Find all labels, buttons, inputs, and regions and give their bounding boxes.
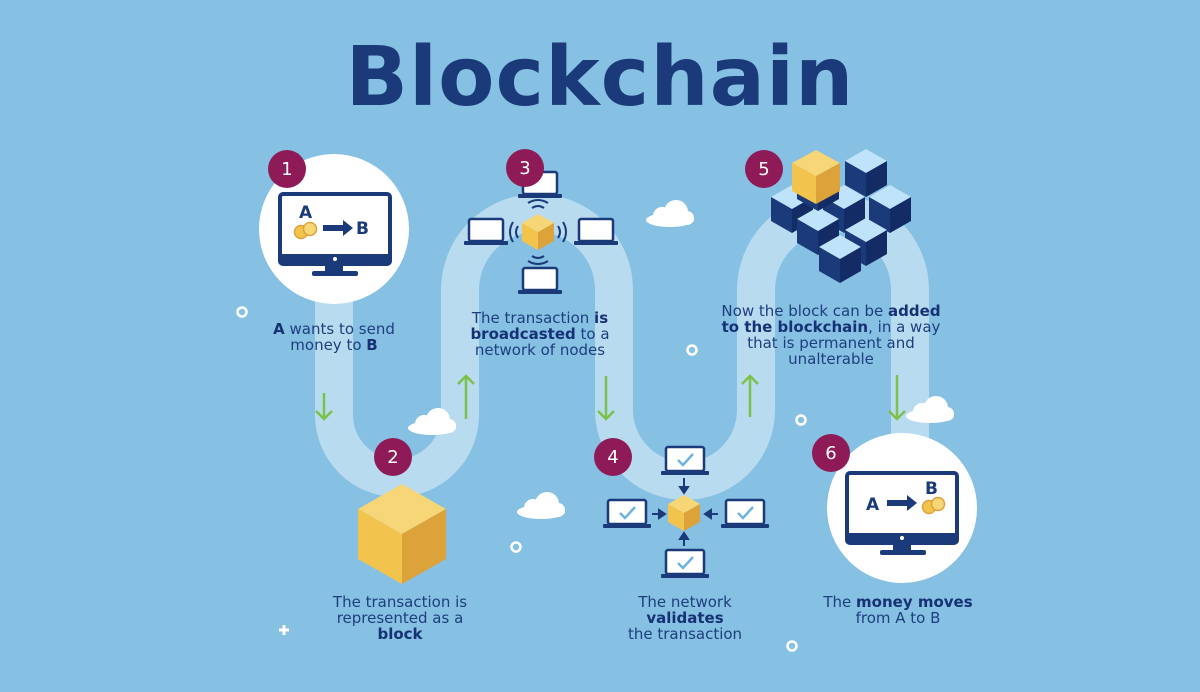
arrow-up-icon [457,374,475,419]
broadcast-nodes-icon [462,170,620,296]
decor-plus-icon [279,625,289,635]
step-5-caption: Now the block can be added to the blockc… [700,303,962,367]
decor-ring-icon [786,640,798,652]
decor-ring-icon [510,541,522,553]
step-2-badge: 2 [374,438,412,476]
step-6-caption-line1: The [823,593,857,611]
step-4-badge: 4 [594,438,632,476]
step-1-screen-to: B [356,219,369,239]
step-2-caption-line1: The transaction is [332,593,468,611]
monitor-transfer-icon: A B [278,192,392,276]
step-1-badge: 1 [268,150,306,188]
step-1-number: 1 [281,159,292,180]
step-5-caption-bold-blockchain: to the blockchain [721,318,869,336]
step-5-caption-bold-added: added [888,302,941,320]
validation-nodes-icon [601,445,771,580]
step-6-caption: The money moves from A to B [798,594,998,626]
step-3-caption-bold-is: is [594,309,609,327]
step-5-caption-line3: that is permanent and [747,334,915,352]
step-5-caption-line2: , in a way [868,318,941,336]
blockchain-cubes-icon [771,149,911,283]
cloud-icon [517,492,565,519]
step-2-caption-line2: represented as a [336,609,464,627]
monitor-received-icon: A B [845,471,959,555]
arrow-down-icon [597,376,615,421]
step-6-number: 6 [825,443,836,464]
step-1-caption-line1: wants to send [284,320,395,338]
step-2-caption-bold: block [377,625,423,643]
block-cube-icon [358,484,446,584]
step-3-caption-line1: The transaction [471,309,595,327]
page-title: Blockchain [345,30,855,125]
step-5-caption-line1: Now the block can be [721,302,889,320]
step-4-caption-line3: the transaction [627,625,743,643]
step-5-number: 5 [758,159,769,180]
step-1-caption-line2: money to [290,336,367,354]
step-6-screen-from: A [866,495,880,515]
step-6-screen-to: B [925,479,938,499]
step-3-caption-line2: to a [575,325,610,343]
arrow-down-icon [888,375,906,421]
step-4-caption: The network validates the transaction [585,594,785,642]
step-6-caption-line2: from A to B [855,609,941,627]
step-3-caption-line3: network of nodes [474,341,606,359]
decor-ring-icon [795,414,807,426]
step-1-screen-from: A [299,203,313,223]
arrow-down-icon [315,393,333,421]
step-4-caption-bold: validates [646,609,724,627]
step-4-caption-line1: The network [638,593,732,611]
step-2-caption: The transaction is represented as a bloc… [290,594,510,642]
decor-ring-icon [686,344,698,356]
step-1-caption: A wants to send money to B [234,321,434,353]
step-5-caption-line4: unalterable [788,350,874,368]
step-6-badge: 6 [812,434,850,472]
step-3-badge: 3 [506,149,544,187]
step-6-caption-bold: money moves [856,593,973,611]
step-2-number: 2 [387,447,398,468]
step-1-caption-bold-b: B [366,336,378,354]
cloud-icon [646,200,694,227]
step-3-caption: The transaction is broadcasted to a netw… [442,310,638,358]
decor-ring-icon [236,306,248,318]
step-3-number: 3 [519,158,530,179]
step-4-number: 4 [607,447,618,468]
step-5-badge: 5 [745,150,783,188]
arrow-up-icon [741,374,759,417]
step-3-caption-bold-broadcasted: broadcasted [470,325,576,343]
step-1-caption-bold-a: A [273,320,285,338]
